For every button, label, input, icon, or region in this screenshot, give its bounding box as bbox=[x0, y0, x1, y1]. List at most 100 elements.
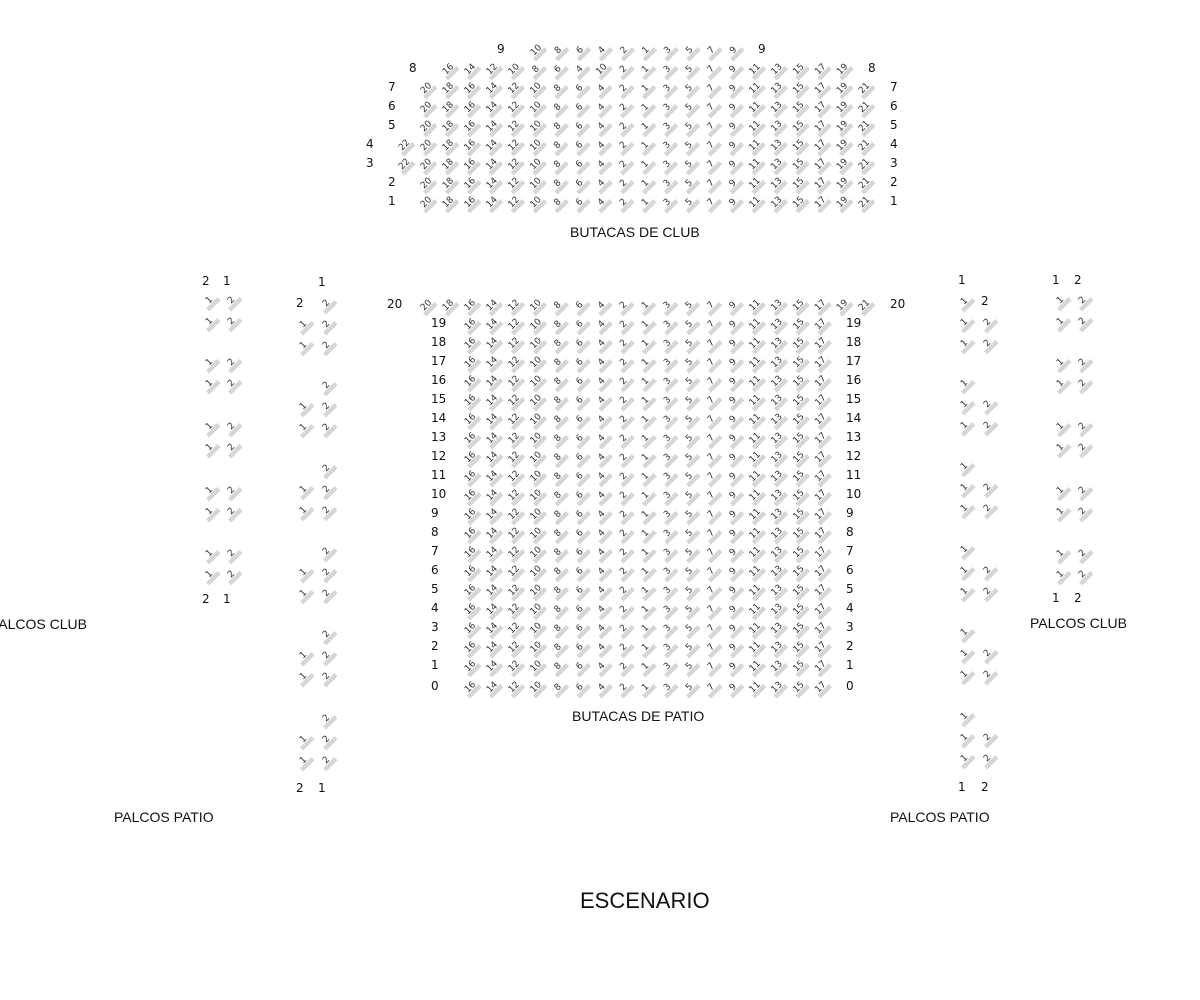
palco-patio-seat[interactable]: 1 bbox=[955, 728, 976, 749]
patio-seat[interactable]: 17 bbox=[812, 448, 832, 469]
patio-seat[interactable]: 16 bbox=[461, 315, 482, 336]
patio-seat[interactable]: 8 bbox=[549, 296, 569, 317]
club-seat[interactable]: 3 bbox=[658, 193, 679, 214]
patio-seat[interactable]: 16 bbox=[461, 678, 482, 699]
club-seat[interactable]: 15 bbox=[790, 136, 810, 157]
patio-seat[interactable]: 7 bbox=[702, 448, 723, 469]
palco-club-seat[interactable]: 1 bbox=[200, 291, 221, 312]
patio-seat[interactable]: 11 bbox=[746, 372, 767, 393]
patio-seat[interactable]: 17 bbox=[812, 391, 832, 412]
patio-seat[interactable]: 1 bbox=[637, 353, 657, 374]
club-seat[interactable]: 13 bbox=[768, 136, 788, 157]
club-seat[interactable]: 13 bbox=[768, 193, 788, 214]
patio-seat[interactable]: 1 bbox=[637, 638, 657, 659]
palco-club-seat[interactable]: 2 bbox=[1073, 502, 1094, 523]
patio-seat[interactable]: 2 bbox=[615, 619, 635, 640]
palco-patio-seat[interactable]: 2 bbox=[978, 478, 999, 499]
patio-seat[interactable]: 7 bbox=[702, 581, 723, 602]
patio-seat[interactable]: 3 bbox=[658, 467, 679, 488]
patio-seat[interactable]: 6 bbox=[571, 448, 592, 469]
patio-seat[interactable]: 5 bbox=[680, 524, 701, 545]
patio-seat[interactable]: 16 bbox=[461, 524, 482, 545]
club-seat[interactable]: 14 bbox=[483, 79, 504, 100]
club-seat[interactable]: 2 bbox=[614, 136, 635, 157]
patio-seat[interactable]: 5 bbox=[680, 315, 701, 336]
club-seat[interactable]: 10 bbox=[527, 174, 548, 195]
club-seat[interactable]: 20 bbox=[417, 117, 438, 138]
palco-patio-seat[interactable]: 1 bbox=[955, 540, 976, 561]
palco-patio-seat[interactable]: 2 bbox=[317, 542, 338, 563]
patio-seat[interactable]: 6 bbox=[571, 562, 592, 583]
club-seat[interactable]: 9 bbox=[724, 41, 745, 62]
palco-patio-seat[interactable]: 1 bbox=[955, 374, 976, 395]
club-seat[interactable]: 9 bbox=[724, 98, 745, 119]
patio-seat[interactable]: 14 bbox=[483, 505, 504, 526]
club-seat[interactable]: 9 bbox=[724, 60, 745, 81]
palco-patio-seat[interactable]: 1 bbox=[955, 499, 976, 520]
club-seat[interactable]: 11 bbox=[746, 136, 766, 157]
club-seat[interactable]: 5 bbox=[680, 79, 701, 100]
patio-seat[interactable]: 3 bbox=[658, 581, 679, 602]
patio-seat[interactable]: 7 bbox=[702, 524, 723, 545]
club-seat[interactable]: 6 bbox=[571, 98, 591, 119]
patio-seat[interactable]: 16 bbox=[461, 448, 482, 469]
palco-patio-seat[interactable]: 1 bbox=[955, 292, 976, 313]
club-seat[interactable]: 7 bbox=[702, 155, 723, 176]
patio-seat[interactable]: 14 bbox=[483, 391, 504, 412]
patio-seat[interactable]: 8 bbox=[549, 600, 570, 621]
club-seat[interactable]: 20 bbox=[417, 193, 438, 214]
palco-patio-seat[interactable]: 2 bbox=[978, 395, 999, 416]
patio-seat[interactable]: 17 bbox=[812, 315, 832, 336]
patio-seat[interactable]: 6 bbox=[571, 410, 592, 431]
patio-seat[interactable]: 4 bbox=[593, 486, 613, 507]
patio-seat[interactable]: 15 bbox=[790, 543, 811, 564]
palco-patio-seat[interactable]: 1 bbox=[955, 582, 976, 603]
palco-patio-seat[interactable]: 2 bbox=[317, 646, 338, 667]
club-seat[interactable]: 1 bbox=[636, 174, 657, 195]
patio-seat[interactable]: 8 bbox=[549, 372, 570, 393]
patio-seat[interactable]: 3 bbox=[658, 638, 679, 659]
patio-seat[interactable]: 2 bbox=[615, 391, 635, 412]
club-seat[interactable]: 2 bbox=[615, 60, 635, 81]
club-seat[interactable]: 18 bbox=[439, 136, 460, 157]
patio-seat[interactable]: 14 bbox=[483, 429, 504, 450]
palco-patio-seat[interactable]: 1 bbox=[294, 336, 315, 357]
club-seat[interactable]: 8 bbox=[549, 41, 570, 62]
palco-patio-seat[interactable]: 1 bbox=[955, 623, 976, 644]
palco-patio-seat[interactable]: 2 bbox=[317, 480, 338, 501]
club-seat[interactable]: 5 bbox=[680, 193, 701, 214]
club-seat[interactable]: 10 bbox=[527, 193, 548, 214]
club-seat[interactable]: 9 bbox=[724, 136, 745, 157]
patio-seat[interactable]: 13 bbox=[768, 486, 789, 507]
patio-seat[interactable]: 7 bbox=[702, 410, 723, 431]
patio-seat[interactable]: 17 bbox=[812, 334, 832, 355]
club-seat[interactable]: 12 bbox=[505, 193, 526, 214]
patio-seat[interactable]: 9 bbox=[724, 505, 745, 526]
patio-seat[interactable]: 15 bbox=[790, 678, 811, 699]
patio-seat[interactable]: 7 bbox=[702, 600, 723, 621]
club-seat[interactable]: 4 bbox=[571, 60, 591, 81]
patio-seat[interactable]: 16 bbox=[461, 543, 482, 564]
palco-patio-seat[interactable]: 1 bbox=[955, 707, 976, 728]
patio-seat[interactable]: 17 bbox=[812, 562, 832, 583]
patio-seat[interactable]: 15 bbox=[790, 638, 811, 659]
club-seat[interactable]: 13 bbox=[768, 117, 788, 138]
patio-seat[interactable]: 5 bbox=[680, 448, 701, 469]
club-seat[interactable]: 17 bbox=[812, 193, 832, 214]
patio-seat[interactable]: 9 bbox=[724, 678, 745, 699]
palco-patio-seat[interactable]: 1 bbox=[955, 561, 976, 582]
club-seat[interactable]: 14 bbox=[483, 117, 504, 138]
patio-seat[interactable]: 3 bbox=[658, 562, 679, 583]
club-seat[interactable]: 11 bbox=[746, 155, 766, 176]
patio-seat[interactable]: 17 bbox=[812, 657, 832, 678]
patio-seat[interactable]: 16 bbox=[461, 581, 482, 602]
patio-seat[interactable]: 15 bbox=[790, 619, 811, 640]
patio-seat[interactable]: 5 bbox=[680, 619, 701, 640]
patio-seat[interactable]: 2 bbox=[615, 334, 635, 355]
patio-seat[interactable]: 12 bbox=[505, 391, 526, 412]
club-seat[interactable]: 11 bbox=[746, 98, 767, 119]
club-seat[interactable]: 18 bbox=[439, 193, 460, 214]
patio-seat[interactable]: 15 bbox=[790, 410, 811, 431]
club-seat[interactable]: 12 bbox=[505, 155, 526, 176]
club-seat[interactable]: 2 bbox=[614, 155, 635, 176]
